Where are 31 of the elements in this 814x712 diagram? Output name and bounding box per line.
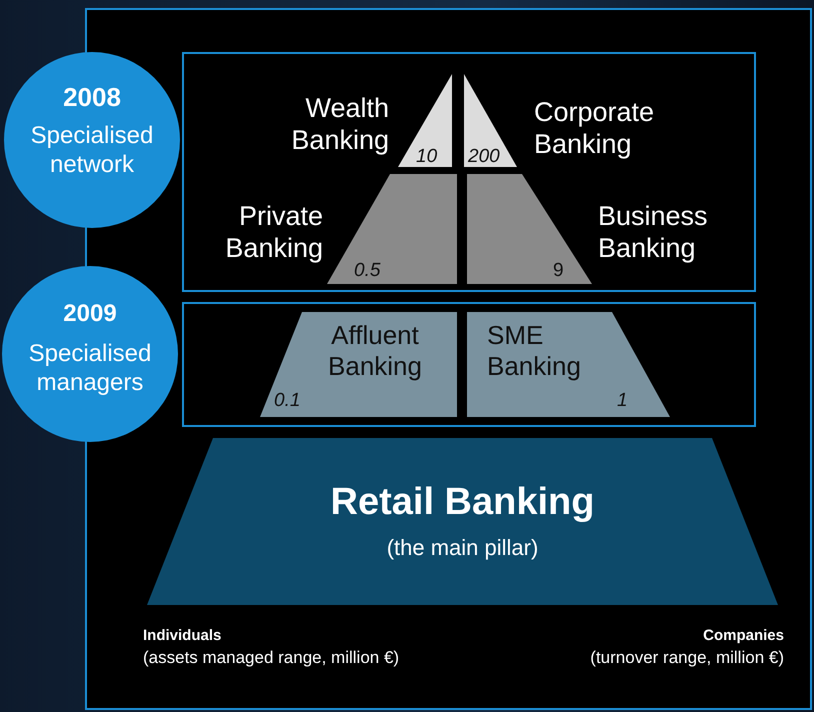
heading-text: Retail Banking xyxy=(330,480,596,525)
segment-label: 9 xyxy=(553,260,565,283)
segment-label: (the main pillar) xyxy=(386,535,540,562)
value-label: 200 xyxy=(468,146,501,169)
segment-label: Business Banking xyxy=(598,200,709,265)
pyramid-segment xyxy=(398,74,452,167)
segment-label: SME Banking xyxy=(487,320,582,382)
pyramid-segment xyxy=(464,74,517,167)
value-label: 0.5 xyxy=(354,260,382,283)
segment-label: Wealth Banking xyxy=(290,92,389,157)
axis-note: (turnover range, million €) xyxy=(589,648,784,668)
pyramid-segment xyxy=(327,174,457,284)
segment-label: Private Banking xyxy=(224,200,323,265)
segment-label: Corporate Banking xyxy=(534,96,656,161)
pyramid-base xyxy=(147,438,778,605)
heading-text: 2008 xyxy=(62,82,122,114)
pyramid-segment xyxy=(260,312,457,417)
pyramid-segment xyxy=(467,312,670,417)
tier-band xyxy=(182,302,756,427)
axis-heading: Companies xyxy=(702,627,784,645)
pyramid-segment xyxy=(467,174,592,284)
segment-label: Affluent Banking xyxy=(327,320,423,382)
axis-heading: Individuals xyxy=(143,627,222,645)
axis-note: (assets managed range, million €) xyxy=(143,648,400,668)
value-label: 1 xyxy=(617,390,629,413)
heading-text: 2009 xyxy=(62,300,118,329)
value-label: 10 xyxy=(416,146,438,169)
segment-label: Specialised managers xyxy=(28,340,152,398)
value-label: 0.1 xyxy=(274,390,302,413)
segment-label: Specialised network xyxy=(30,122,154,180)
tier-band xyxy=(182,52,756,292)
